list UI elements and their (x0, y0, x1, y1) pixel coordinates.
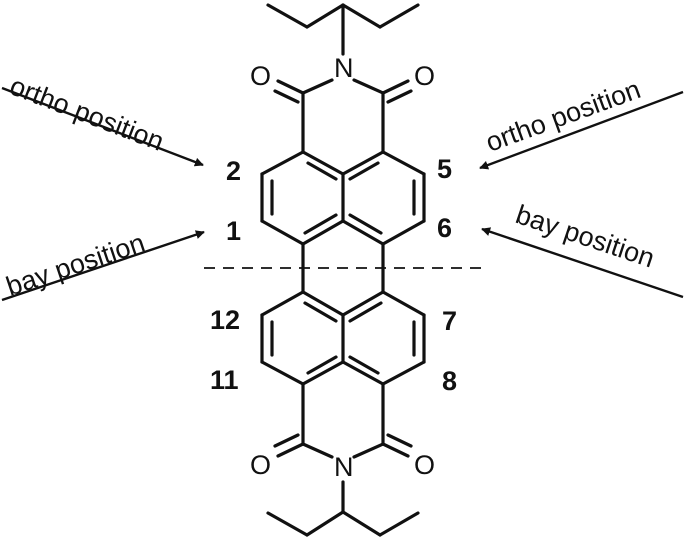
position-number-7: 7 (442, 306, 457, 336)
ortho-left-arrow (1, 86, 204, 167)
nitrogen-bottom-label: N (334, 452, 354, 482)
position-labels: ortho position ortho position bay positi… (2, 71, 658, 302)
bottom-naphthalene-core (260, 290, 426, 386)
position-number-8: 8 (442, 366, 457, 396)
position-number-5: 5 (437, 154, 452, 184)
oxygen-bottom-right-label: O (414, 450, 435, 480)
atom-labels: N O O N O O (250, 53, 435, 482)
top-alkyl-chain (266, 3, 420, 56)
bay-left-arrow (1, 230, 205, 302)
bay-position-left-label: bay position (2, 228, 148, 302)
oxygen-top-left-label: O (250, 61, 271, 91)
oxygen-top-right-label: O (414, 61, 435, 91)
annotation-arrows (1, 86, 684, 302)
bay-right-arrow (481, 227, 684, 299)
position-number-11: 11 (210, 365, 239, 395)
position-number-6: 6 (437, 213, 452, 243)
bottom-imide-ring (273, 382, 413, 459)
top-imide-ring (273, 78, 413, 154)
position-number-2: 2 (226, 156, 241, 186)
bay-position-right-label: bay position (512, 199, 658, 273)
position-numbers: 2 1 5 6 12 11 7 8 (210, 154, 457, 396)
bottom-alkyl-chain (266, 480, 420, 537)
oxygen-bottom-left-label: O (250, 450, 271, 480)
position-number-1: 1 (226, 216, 241, 246)
ortho-position-left-label: ortho position (6, 71, 168, 157)
ortho-right-arrow (479, 90, 684, 170)
nitrogen-top-label: N (334, 53, 354, 83)
position-number-12: 12 (210, 305, 240, 335)
top-naphthalene-core (260, 150, 426, 246)
